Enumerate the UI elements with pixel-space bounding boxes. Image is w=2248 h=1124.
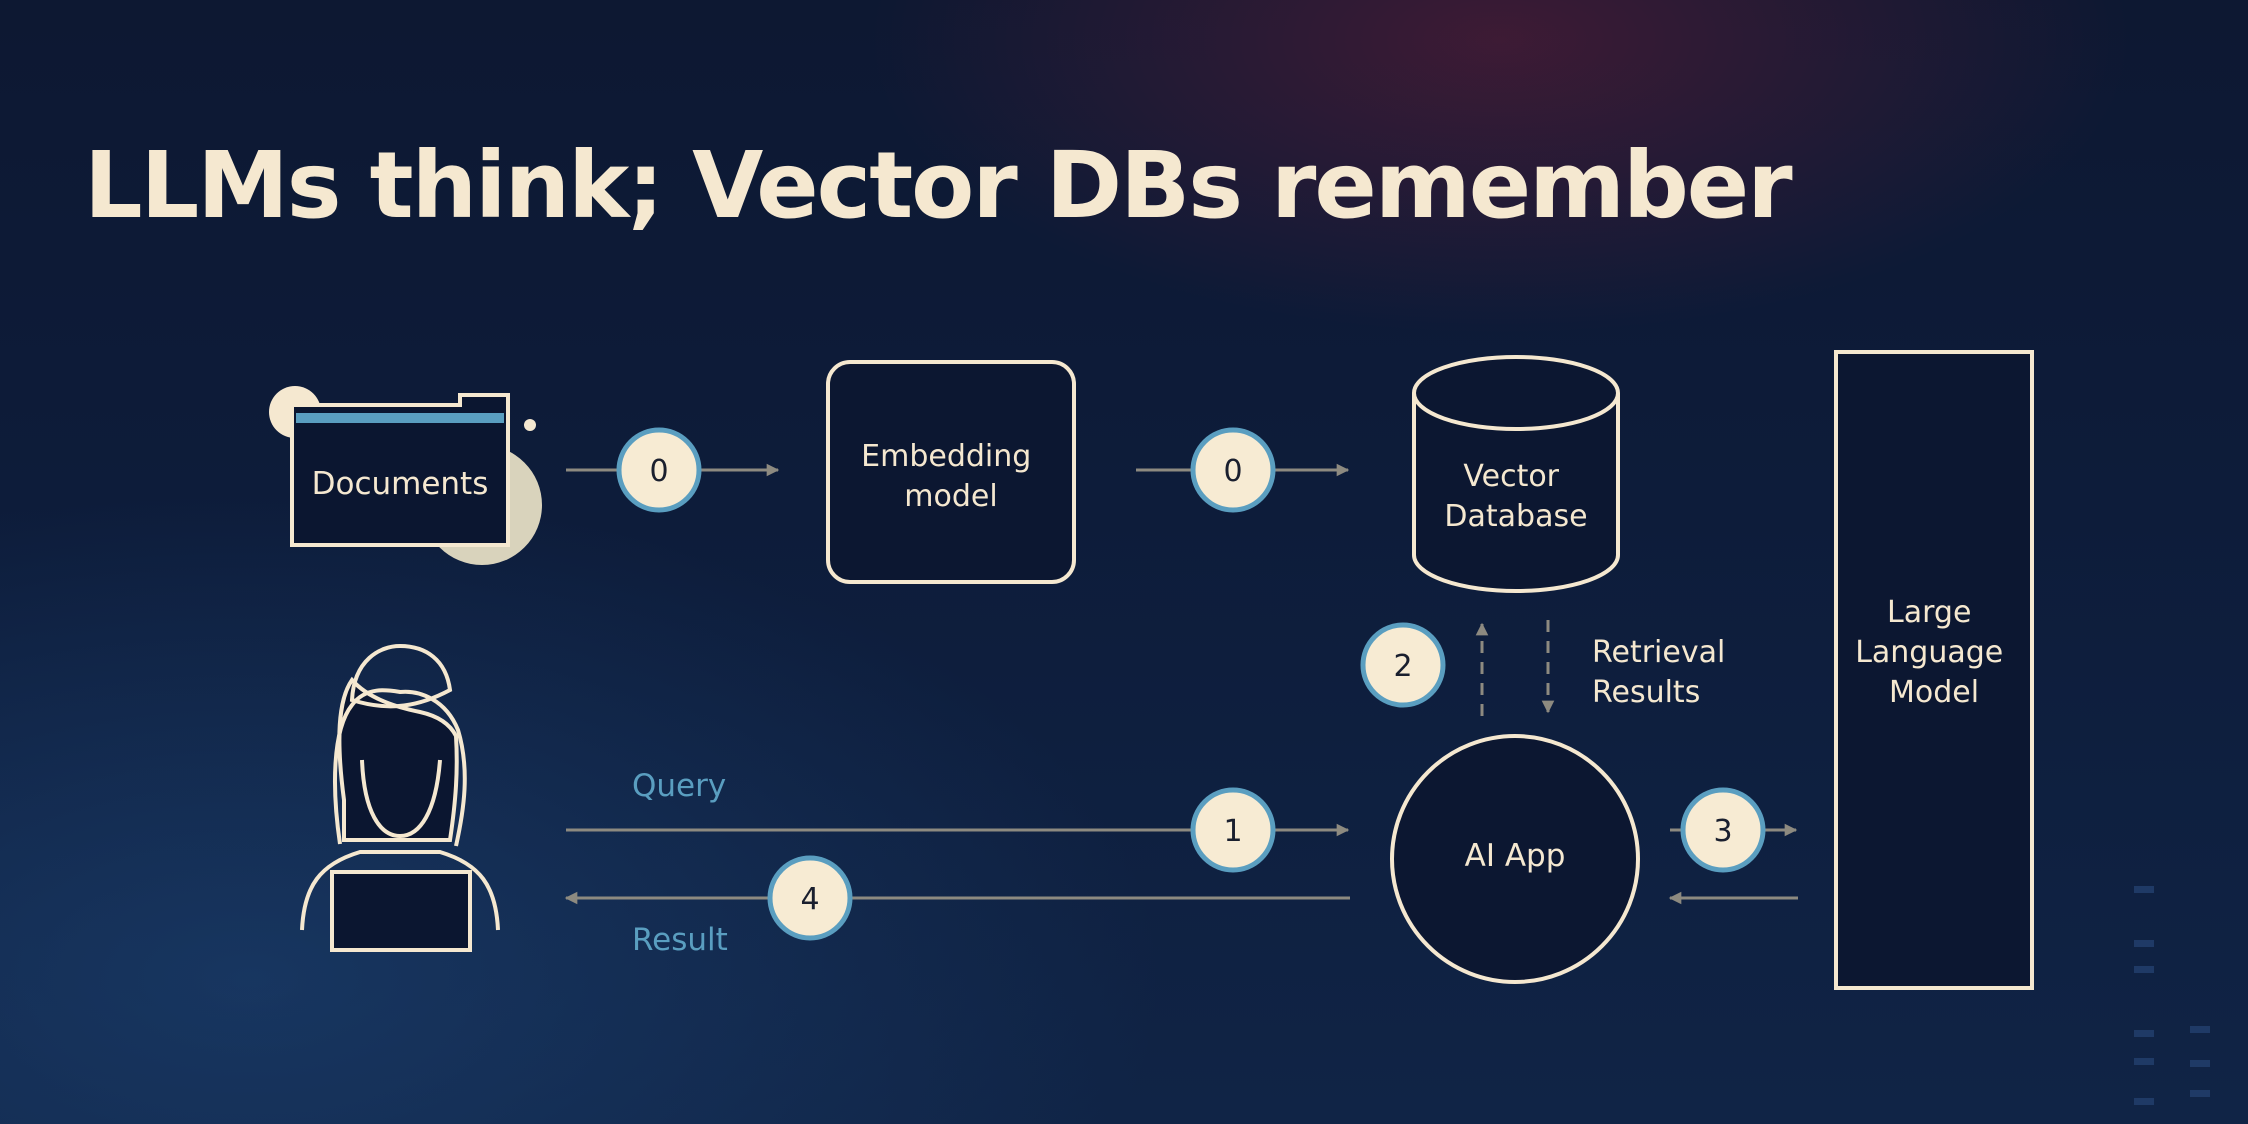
documents-folder-icon [269, 386, 542, 565]
svg-text:2: 2 [1393, 649, 1412, 684]
llm-label: Large Language Model [1855, 595, 2013, 710]
step-badge-1-query: 1 [1190, 787, 1276, 873]
ai-app-circle [1390, 734, 1640, 984]
ai-app-label: AI App [1465, 838, 1566, 874]
svg-text:4: 4 [800, 882, 819, 917]
decorative-bar [2134, 940, 2154, 947]
decorative-bar [2190, 1090, 2210, 1097]
decorative-bar [2134, 1030, 2154, 1037]
step-badge-0-documents: 0 [616, 427, 702, 513]
svg-text:3: 3 [1713, 814, 1732, 849]
llm-box [1834, 350, 2034, 990]
retrieval-results-label: Retrieval Results [1592, 635, 1735, 710]
query-label: Query [632, 768, 726, 804]
decorative-bar [2134, 966, 2154, 973]
decorative-bar [2190, 1060, 2210, 1067]
decorative-bar [2134, 1058, 2154, 1065]
step-badge-2-retrieval: 2 [1360, 622, 1446, 708]
step-badge-0-embedding: 0 [1190, 427, 1276, 513]
embedding-model-box [826, 360, 1076, 584]
slide-title: LLMs think; Vector DBs remember [84, 132, 1793, 239]
user-icon [300, 643, 500, 952]
decorative-bar [2134, 886, 2154, 893]
decorative-bar [2134, 1098, 2154, 1105]
vector-database-label: Vector Database [1444, 459, 1587, 534]
svg-text:0: 0 [649, 454, 668, 489]
vector-database-cylinder [1412, 355, 1620, 593]
step-badge-3-llm: 3 [1680, 787, 1766, 873]
decorative-bar [2190, 1026, 2210, 1033]
step-badge-4-result: 4 [767, 855, 853, 941]
documents-label: Documents [312, 466, 489, 502]
embedding-model-label: Embedding model [861, 439, 1041, 514]
svg-text:1: 1 [1223, 814, 1242, 849]
result-label: Result [632, 922, 728, 958]
svg-text:0: 0 [1223, 454, 1242, 489]
